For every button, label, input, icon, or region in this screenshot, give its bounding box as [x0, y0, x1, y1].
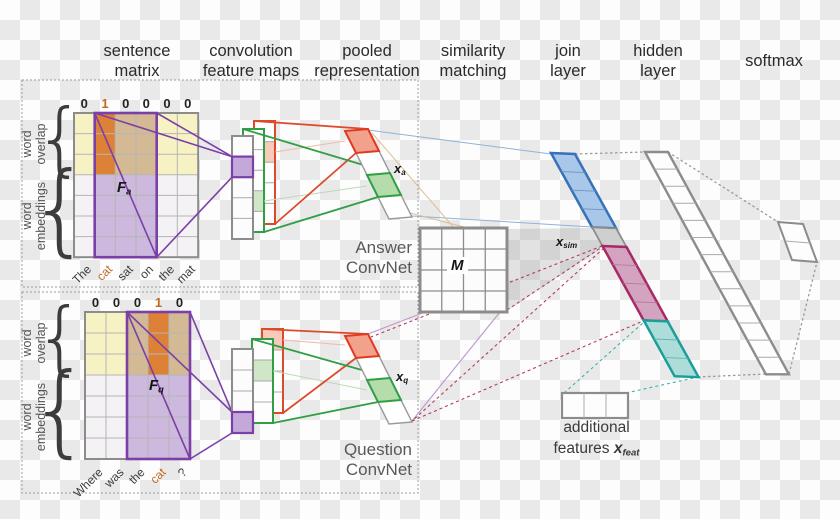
join-hidden-softmax-dotted-lines [574, 151, 818, 378]
header-sentence-matrix: sentence matrix [103, 42, 171, 81]
feature-map-column-gray [230, 348, 255, 435]
answer-feature-maps [230, 120, 276, 240]
answer-pooled-column [343, 127, 414, 220]
binary-digit: 0 [81, 96, 88, 111]
brace-icon: { [28, 150, 92, 267]
word-label: was [101, 465, 127, 491]
hidden-layer-column [642, 150, 791, 376]
word-label: Where [71, 465, 106, 500]
word-label: the [155, 262, 177, 284]
similarity-matrix-label-m: M [447, 257, 468, 274]
header-pooled-representation: pooled representation [314, 42, 420, 81]
join-label-xsim: xsim [556, 234, 578, 250]
word-overlap-label: word [20, 130, 34, 158]
header-convolution-feature-maps: convolution feature maps [202, 42, 300, 81]
similarity-beam [507, 228, 603, 311]
matrix-label-fq: Fq [149, 377, 164, 395]
answer-dotted-box [21, 79, 419, 288]
join-segment-answer-blue [548, 151, 619, 230]
softmax-column [776, 220, 819, 264]
word-label: sat [115, 262, 137, 284]
word-embeddings-label: word [20, 403, 34, 431]
word-label-highlight: cat [147, 465, 169, 487]
header-softmax: softmax [745, 52, 803, 70]
question-feature-maps [230, 328, 284, 435]
question-row-group-labels: word overlap word embeddings { { [20, 291, 92, 468]
word-label: the [126, 465, 148, 487]
binary-digit: 0 [163, 96, 170, 111]
header-hidden-layer: hidden layer [633, 42, 683, 81]
answer-row-group-labels: word overlap word embeddings { { [20, 92, 92, 267]
word-overlap-label: overlap [34, 322, 48, 363]
binary-digit: 0 [176, 295, 183, 310]
binary-digit-highlight: 1 [101, 96, 108, 111]
brace-icon: { [35, 291, 86, 384]
additional-features-label: additional features xfeat [553, 419, 640, 459]
header-similarity-matching: similarity matching [439, 42, 507, 81]
binary-digit: 0 [122, 96, 129, 111]
binary-digit: 0 [92, 295, 99, 310]
binary-digit-highlight: 1 [155, 295, 162, 310]
join-segment-features-teal [641, 319, 701, 379]
similarity-dotted-lines [370, 245, 644, 422]
word-embeddings-label: word [20, 202, 34, 230]
join-segment-question-pink [600, 244, 670, 323]
feature-map-column-green [251, 338, 274, 424]
word-overlap-label: word [20, 329, 34, 357]
binary-digit: 0 [184, 96, 191, 111]
answer-sentence-matrix [73, 112, 200, 259]
answer-conv-window [93, 111, 233, 259]
brace-icon: { [35, 92, 86, 185]
word-embeddings-label: embeddings [34, 383, 48, 451]
features-label-xfeat: xfeat [613, 439, 640, 459]
features-dotted-lines [563, 321, 699, 394]
answer-convnet-label: Answer ConvNet [345, 238, 412, 278]
question-conv-window [125, 310, 233, 461]
feature-map-column-gray [230, 135, 255, 240]
binary-digit: 0 [113, 295, 120, 310]
word-embeddings-label: embeddings [34, 182, 48, 250]
word-label: ? [175, 465, 190, 480]
header-join-layer: join layer [550, 42, 586, 81]
question-sentence-matrix [84, 311, 191, 460]
word-label: mat [174, 262, 199, 287]
join-layer-column [548, 151, 701, 379]
word-label: on [137, 262, 156, 281]
question-binary-row: 0 0 0 1 0 [92, 295, 183, 310]
answer-binary-row: 0 1 0 0 0 0 [81, 96, 192, 111]
question-pooled-column [343, 332, 414, 425]
word-label-highlight: cat [94, 262, 116, 284]
pooled-label-xa: xa [394, 161, 406, 177]
question-words: Where was the cat ? [71, 465, 190, 500]
matrix-label-fa: Fa [117, 179, 132, 197]
question-convnet-label: Question ConvNet [343, 440, 412, 480]
binary-digit: 0 [134, 295, 141, 310]
pooled-label-xq: xq [396, 369, 409, 385]
word-overlap-label: overlap [34, 123, 48, 164]
additional-features-row [560, 391, 630, 420]
question-dotted-box [21, 291, 419, 494]
binary-digit: 0 [143, 96, 150, 111]
brace-icon: { [28, 351, 92, 468]
